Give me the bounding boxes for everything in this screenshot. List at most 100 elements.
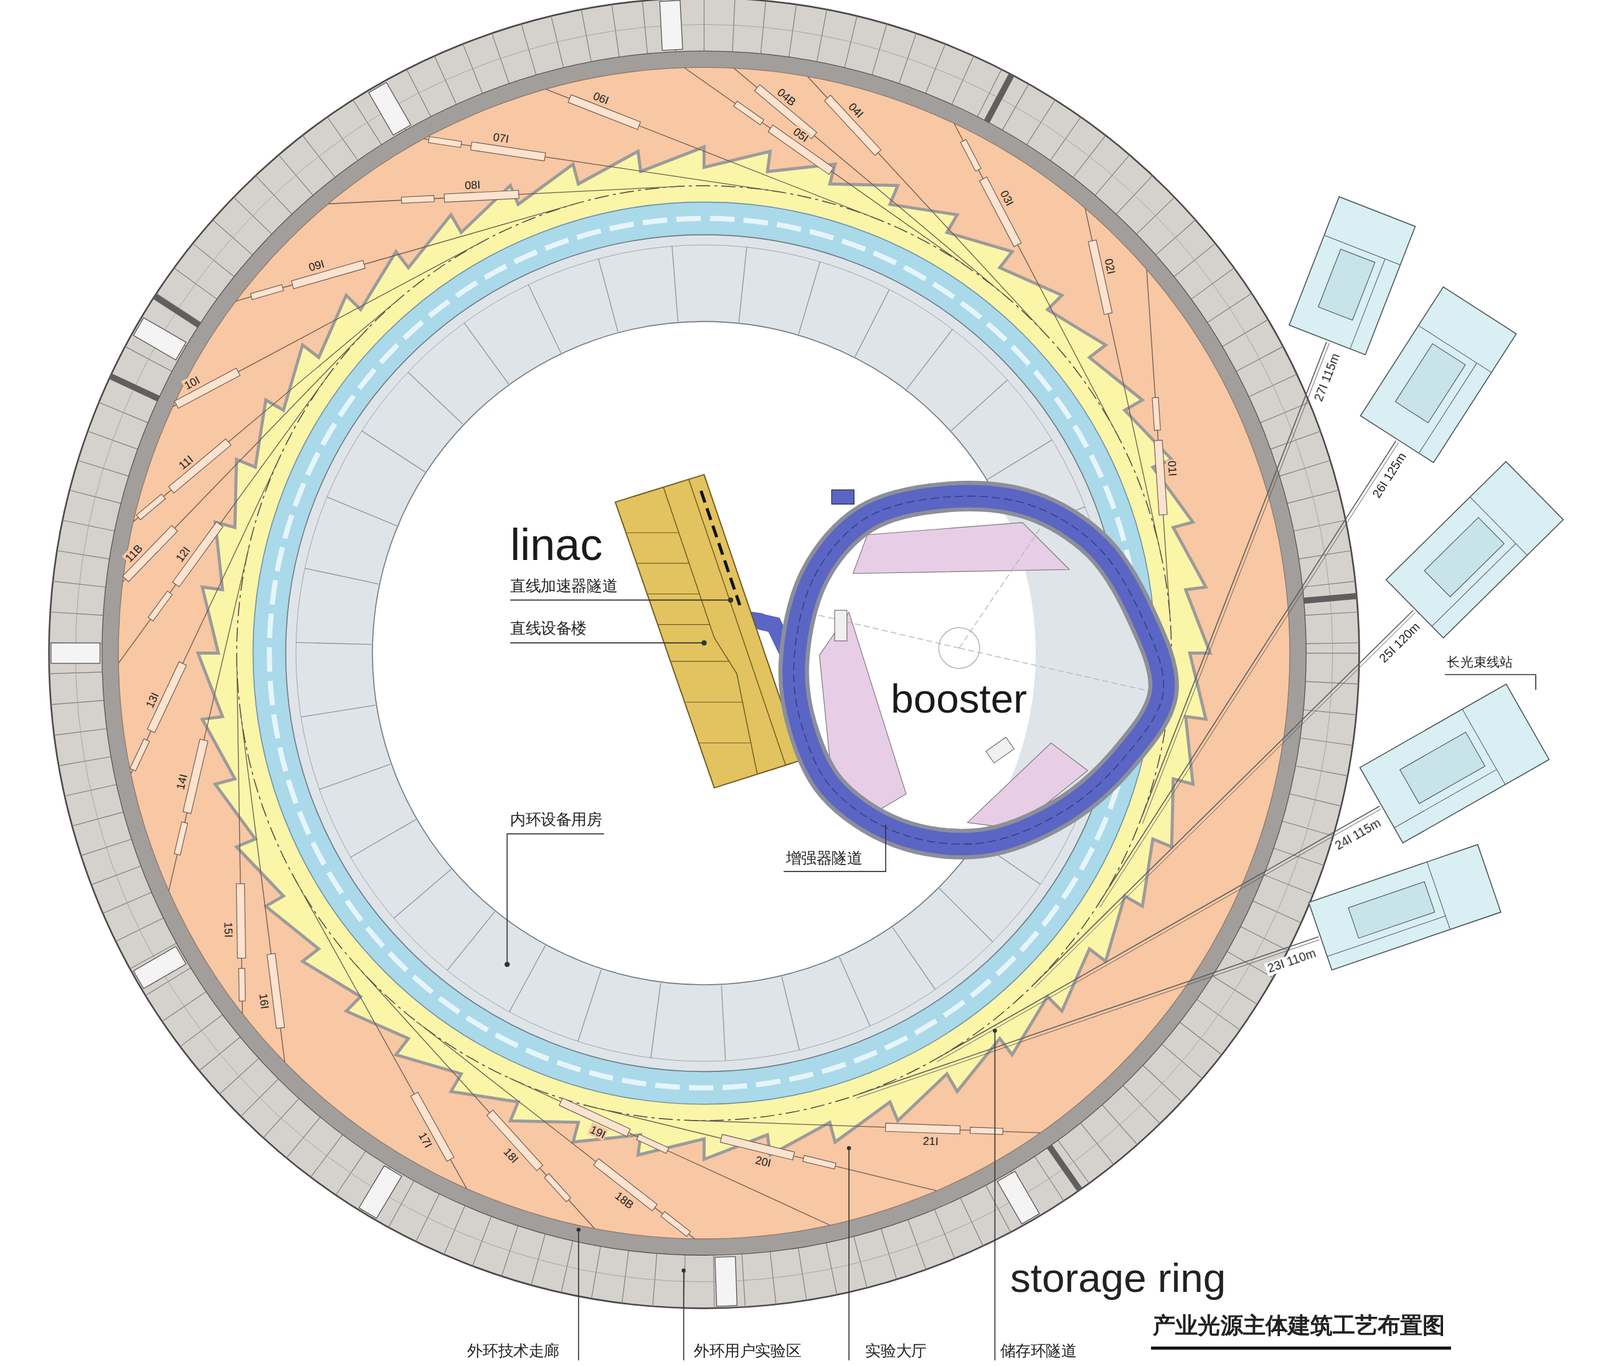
hutch-box <box>410 1091 454 1161</box>
label-box: 11B <box>122 540 146 565</box>
room-divider <box>987 439 1052 479</box>
hutch-box <box>660 1211 691 1237</box>
callout-label: 长光束线站 <box>1446 655 1513 670</box>
label-box: 09I <box>306 256 327 274</box>
node-outline <box>787 492 1169 848</box>
room-divider <box>625 532 679 534</box>
label-box: 02I <box>1102 255 1118 276</box>
room-divider <box>732 0 735 52</box>
label-box: 27I 115m <box>1311 350 1345 406</box>
stair-wall <box>986 74 1012 122</box>
beamline-number: 16I <box>257 991 272 1011</box>
inner-corridor <box>252 201 1155 1104</box>
room-box <box>368 82 412 135</box>
hutch-box <box>1154 440 1168 516</box>
room-divider <box>326 497 397 526</box>
room-divider <box>647 593 700 595</box>
title-box: 产业光源主体建筑工艺布置图 <box>1152 1313 1445 1339</box>
beamline-number: 18B <box>612 1187 638 1211</box>
hutch-box <box>401 195 435 204</box>
hutch-box <box>267 953 285 1029</box>
hutch-box <box>1088 239 1112 315</box>
hutch-box <box>767 125 834 176</box>
room-divider <box>407 371 463 424</box>
beamline-station <box>1308 844 1501 970</box>
title-underline <box>1150 1346 1452 1350</box>
label-box: 07I <box>491 130 511 146</box>
room-box <box>51 642 101 664</box>
room-divider <box>657 624 711 625</box>
storage-ring-tunnel <box>198 146 1211 1160</box>
hutch-box <box>1152 397 1161 431</box>
room-box <box>714 1256 737 1307</box>
leader-line <box>994 1030 996 1361</box>
room-divider <box>684 701 743 703</box>
small-room <box>834 610 848 641</box>
beamline-number: 21I <box>921 1134 940 1148</box>
room-divider <box>295 642 372 644</box>
entrance-block <box>997 1170 1040 1224</box>
label-box: 18B <box>612 1187 638 1211</box>
leader-dot <box>504 961 510 967</box>
station-building <box>1360 287 1517 463</box>
room-divider <box>703 0 705 52</box>
station-building <box>1289 196 1416 356</box>
room-divider <box>350 819 417 858</box>
hutch-box <box>885 1122 961 1134</box>
beamline <box>328 186 681 204</box>
hutch-box <box>593 1158 658 1211</box>
label-box: 直线加速器隧道 <box>510 577 618 595</box>
room-divider <box>636 563 689 564</box>
beamline-length: 27I 115m <box>1311 350 1345 406</box>
entrance-block <box>358 1165 402 1219</box>
beamline <box>416 1021 696 1239</box>
station-wall <box>1394 769 1497 828</box>
label-box: 14I <box>173 771 190 792</box>
beamline-length: 24I 115m <box>1331 815 1386 854</box>
booster-floor <box>372 321 1036 985</box>
label-box: storage ring <box>1010 1254 1226 1300</box>
beamline <box>168 546 250 891</box>
linac-drawing <box>615 474 801 788</box>
room-divider <box>738 247 747 323</box>
leader-line <box>577 1229 580 1361</box>
outer-corridor <box>102 51 1307 1255</box>
label-box: 实验大厅 <box>865 1342 927 1360</box>
leader-line <box>683 1270 685 1361</box>
leader-dot <box>992 1028 998 1034</box>
leader-line <box>510 642 702 644</box>
label-box: 内环设备用房 <box>510 811 602 829</box>
hutch-box <box>636 1134 669 1154</box>
label-box: 11I <box>175 452 196 473</box>
leader-dot <box>728 597 734 603</box>
beamline <box>130 454 281 774</box>
overlay-label: storage ring <box>1010 1254 1226 1300</box>
callout-label: 外环技术走廊 <box>467 1342 559 1360</box>
stair-wall <box>154 296 199 326</box>
leader-dot <box>576 1227 582 1232</box>
label-box: 05I <box>790 124 813 146</box>
callout-label: 内环设备用房 <box>510 811 602 829</box>
label-box: 17I <box>416 1129 436 1151</box>
station-room <box>1348 881 1435 938</box>
label-box: 10I <box>181 373 203 393</box>
beamline-number: 17I <box>416 1129 436 1151</box>
callout-label: 储存环隧道 <box>1000 1342 1077 1360</box>
room-box <box>133 946 186 989</box>
leader-line <box>510 599 729 602</box>
room-divider <box>598 259 618 332</box>
label-box: 18I <box>500 1144 522 1166</box>
beamline-station <box>1289 196 1416 356</box>
callout-label: 直线设备楼 <box>510 620 587 638</box>
leader-line <box>1444 674 1536 691</box>
beamline-number: 08I <box>463 177 482 191</box>
beamline <box>1084 208 1161 554</box>
room-divider <box>650 982 661 1058</box>
tunnel-wall <box>793 496 1164 845</box>
long-beamline <box>1139 341 1327 823</box>
beamline <box>545 89 875 218</box>
hutch-box <box>250 284 284 300</box>
leader-lines <box>506 599 1536 1361</box>
